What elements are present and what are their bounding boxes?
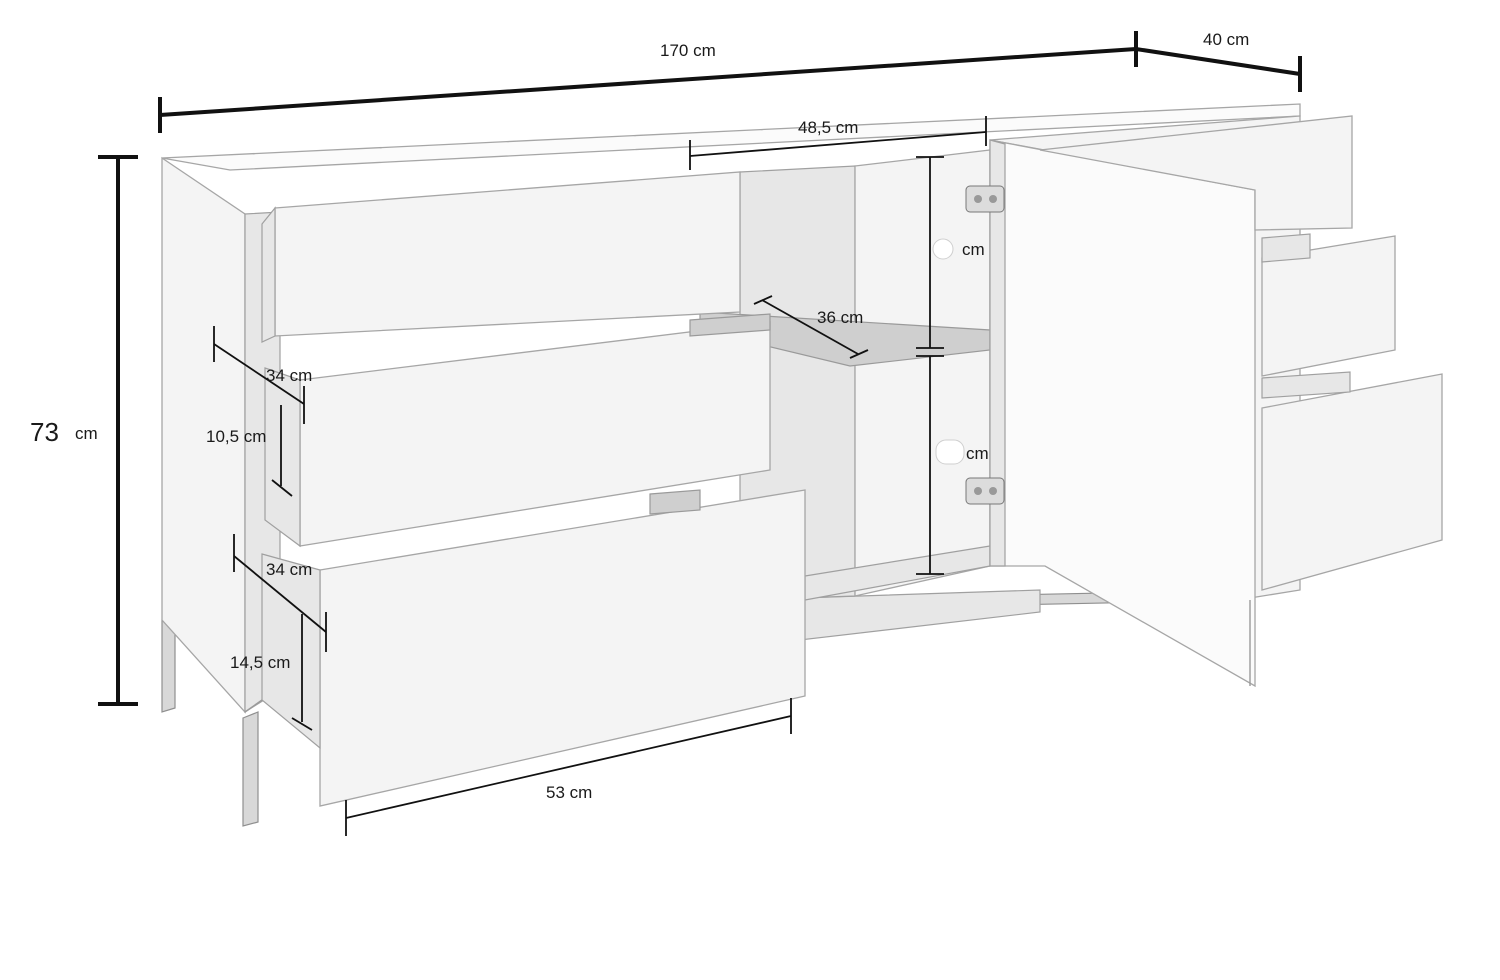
bottom-drawer-height-tick [291, 717, 313, 731]
compartment-inner-wall [854, 149, 991, 597]
lower-height-callout: cm [935, 439, 989, 465]
middle-drawer-height-label: 10,5 cm [206, 427, 266, 446]
drawer-bottom-front [319, 489, 806, 807]
width-dimension-line [159, 47, 1137, 117]
base-plinth [799, 589, 1041, 641]
sideboard-illustration [161, 103, 1443, 827]
drawer-middle-rail [689, 313, 771, 337]
drawer-right-bottom-front [1261, 373, 1443, 591]
bottom-drawer-height-label: 14,5 cm [230, 653, 290, 672]
shelf-depth-label: 36 cm [817, 308, 863, 327]
left-bottom-edge [244, 699, 263, 713]
middle-drawer-depth-label: 34 cm [266, 366, 312, 385]
upper-hinge-icon [965, 185, 1005, 213]
height-value-label: 73 [30, 417, 59, 447]
drawer-right-bottom-rail [1261, 371, 1351, 399]
drawer-top-front [274, 171, 741, 337]
shelf-depth-tick-right [849, 349, 869, 359]
depth-dimension-line [1135, 47, 1301, 76]
dimension-lines [98, 31, 1302, 836]
height-unit-label: cm [75, 424, 98, 443]
compartment-width-label: 48,5 cm [798, 118, 858, 137]
bottom-drawer-width-label: 53 cm [546, 783, 592, 802]
bottom-drawer-depth-line [233, 555, 327, 633]
shelf-depth-tick-left [753, 295, 773, 305]
rear-left-leg [242, 711, 259, 827]
bottom-drawer-width-line [345, 715, 792, 819]
drawer-bottom-rail [649, 489, 701, 515]
lower-height-label: cm [966, 444, 989, 463]
shelf-depth-line [761, 299, 859, 355]
drawer-bottom-side [261, 553, 321, 750]
drawer-middle-side [264, 367, 301, 548]
upper-height-callout: cm [932, 238, 985, 260]
upper-height-label: cm [962, 240, 985, 259]
lower-hinge-icon [965, 477, 1005, 505]
depth-label: 40 cm [1203, 30, 1249, 49]
dimension-labels: 170 cm 40 cm 73 cm 48,5 cm 36 cm cm cm 3… [30, 30, 1249, 802]
total-width-label: 170 cm [660, 41, 716, 60]
compartment-width-line [689, 131, 987, 157]
drawer-top-side [261, 206, 276, 343]
bottom-drawer-depth-label: 34 cm [266, 560, 312, 579]
drawer-right-top-front [1039, 115, 1353, 231]
middle-drawer-height-tick [271, 479, 293, 497]
middle-drawer-depth-line [213, 343, 305, 405]
drawer-right-middle-rail [1261, 233, 1311, 263]
door-edge [989, 139, 1006, 567]
drawer-right-middle-front [1261, 235, 1396, 377]
